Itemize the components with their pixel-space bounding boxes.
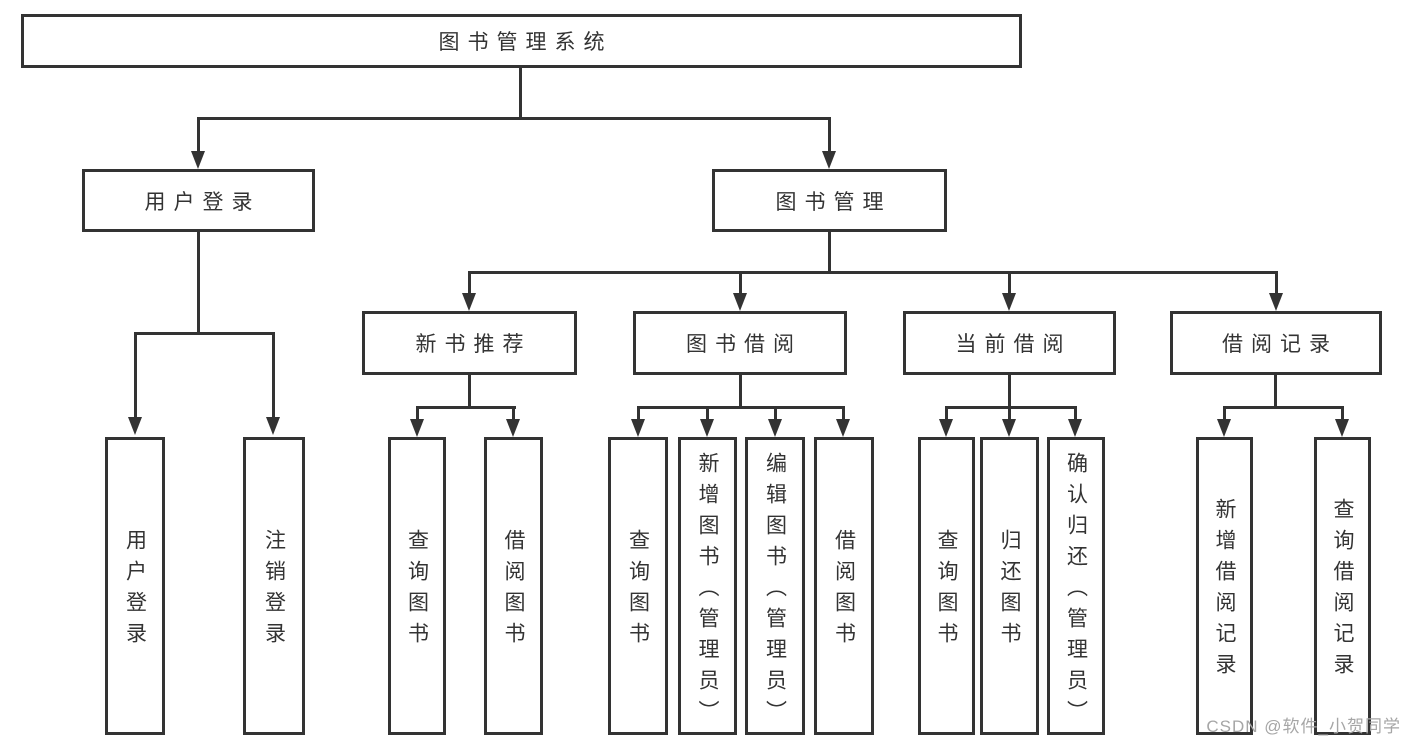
- arrow-down-icon: [768, 419, 782, 437]
- connector-drop-new-book-recommendation: [468, 271, 471, 295]
- leaf-rec-borrow-books: 借阅图书: [484, 437, 543, 735]
- node-book-borrowing: 图书借阅: [633, 311, 847, 375]
- arrow-down-icon: [410, 419, 424, 437]
- connector-drop-cb-query: [945, 406, 948, 421]
- leaf-bb-add-books-admin: 新增图书（管理员）: [678, 437, 737, 735]
- connector-cb-stem: [1008, 375, 1011, 409]
- connector-drop-book-borrowing: [739, 271, 742, 295]
- arrow-down-icon: [128, 417, 142, 435]
- node-book-management: 图书管理: [712, 169, 947, 232]
- connector-drop-rec-query: [416, 406, 419, 421]
- arrow-down-icon: [1269, 293, 1283, 311]
- connector-drop-br-query: [1341, 406, 1344, 421]
- node-user-login: 用户登录: [82, 169, 315, 232]
- leaf-cb-confirm-return-admin: 确认归还（管理员）: [1047, 437, 1105, 735]
- arrow-down-icon: [266, 417, 280, 435]
- connector-drop-current-borrowing: [1008, 271, 1011, 295]
- connector-level2-hline: [468, 271, 1278, 274]
- arrow-down-icon: [1002, 293, 1016, 311]
- connector-drop-book-management: [828, 117, 831, 152]
- leaf-rec-query-books: 查询图书: [388, 437, 446, 735]
- arrow-down-icon: [506, 419, 520, 437]
- arrow-down-icon: [631, 419, 645, 437]
- arrow-down-icon: [1002, 419, 1016, 437]
- leaf-bb-borrow-books: 借阅图书: [814, 437, 874, 735]
- arrow-down-icon: [836, 419, 850, 437]
- connector-drop-bb-edit: [774, 406, 777, 421]
- connector-drop-rec-borrow: [512, 406, 515, 421]
- connector-br-stem: [1274, 375, 1277, 409]
- connector-drop-borrowing-records: [1275, 271, 1278, 295]
- arrow-down-icon: [1217, 419, 1231, 437]
- arrow-down-icon: [733, 293, 747, 311]
- connector-root-stem: [519, 68, 522, 119]
- node-borrowing-records: 借阅记录: [1170, 311, 1382, 375]
- leaf-br-query-record: 查询借阅记录: [1314, 437, 1371, 735]
- connector-drop-leaf-user-login: [134, 332, 137, 419]
- node-current-borrowing: 当前借阅: [903, 311, 1116, 375]
- arrow-down-icon: [822, 151, 836, 169]
- connector-drop-bb-add: [706, 406, 709, 421]
- connector-user-login-stem: [197, 232, 200, 335]
- connector-cb-hline: [945, 406, 1077, 409]
- leaf-cb-query-books: 查询图书: [918, 437, 975, 735]
- connector-rec-hline: [416, 406, 516, 409]
- arrow-down-icon: [191, 151, 205, 169]
- connector-level1-hline: [197, 117, 831, 120]
- leaf-user-login: 用户登录: [105, 437, 165, 735]
- connector-drop-cb-confirm: [1074, 406, 1077, 421]
- leaf-logout: 注销登录: [243, 437, 305, 735]
- connector-rec-stem: [468, 375, 471, 409]
- leaf-bb-query-books: 查询图书: [608, 437, 668, 735]
- connector-br-hline: [1223, 406, 1343, 409]
- connector-bb-hline: [637, 406, 845, 409]
- connector-book-management-stem: [828, 232, 831, 274]
- connector-bb-stem: [739, 375, 742, 409]
- arrow-down-icon: [1335, 419, 1349, 437]
- connector-drop-user-login: [197, 117, 200, 152]
- node-library-management-system: 图书管理系统: [21, 14, 1022, 68]
- watermark-csdn: CSDN @软件_小贺同学: [1206, 717, 1401, 736]
- leaf-br-add-record: 新增借阅记录: [1196, 437, 1253, 735]
- node-new-book-recommendation: 新书推荐: [362, 311, 577, 375]
- arrow-down-icon: [462, 293, 476, 311]
- arrow-down-icon: [700, 419, 714, 437]
- arrow-down-icon: [939, 419, 953, 437]
- connector-user-login-hline: [134, 332, 275, 335]
- connector-drop-cb-return: [1008, 406, 1011, 421]
- connector-drop-bb-borrow: [842, 406, 845, 421]
- connector-drop-bb-query: [637, 406, 640, 421]
- leaf-bb-edit-books-admin: 编辑图书（管理员）: [745, 437, 805, 735]
- connector-drop-br-add: [1223, 406, 1226, 421]
- connector-drop-leaf-logout: [272, 332, 275, 419]
- arrow-down-icon: [1068, 419, 1082, 437]
- leaf-cb-return-books: 归还图书: [980, 437, 1039, 735]
